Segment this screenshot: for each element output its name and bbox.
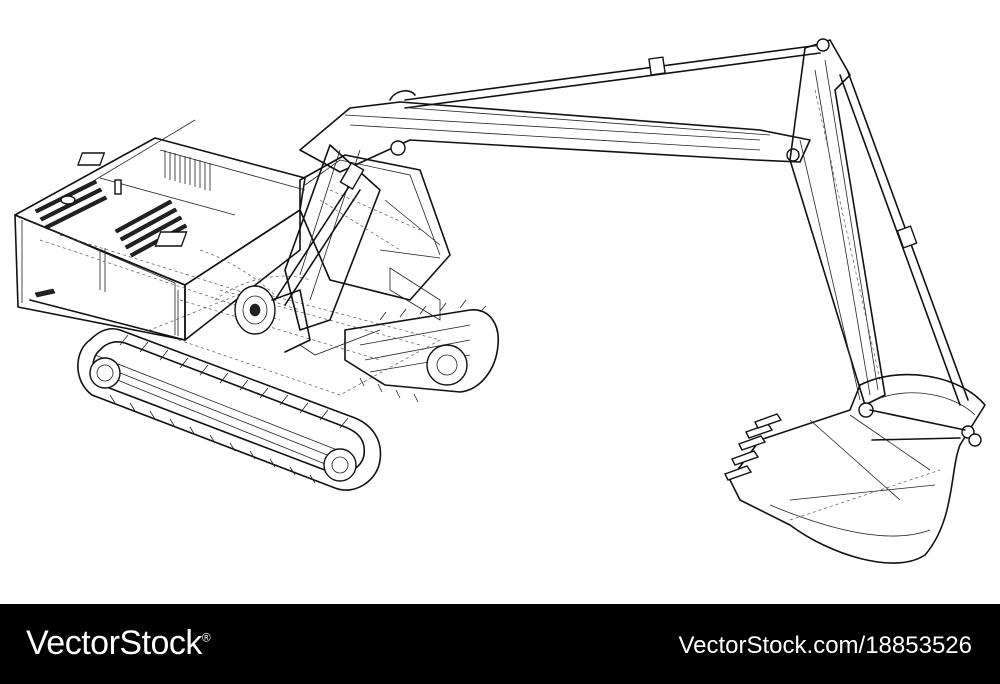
bucket: [724, 373, 986, 564]
brand-logo: VectorStock®: [26, 624, 211, 663]
registered-mark: ®: [201, 630, 211, 645]
watermark-footer: VectorStock® VectorStock.com/18853526: [0, 604, 1000, 684]
track-right: [344, 299, 499, 403]
stick-arm: [789, 38, 969, 406]
engine-housing: [14, 119, 311, 341]
operator-cab: [299, 154, 451, 321]
image-url: VectorStock.com/18853526: [678, 632, 972, 659]
track-left: [77, 327, 382, 491]
boom: [274, 44, 821, 331]
excavator-wireframe-illustration: [14, 38, 986, 564]
boom-pivot: [234, 285, 381, 356]
undercarriage: [148, 289, 441, 396]
brand-name: VectorStock: [26, 624, 202, 662]
